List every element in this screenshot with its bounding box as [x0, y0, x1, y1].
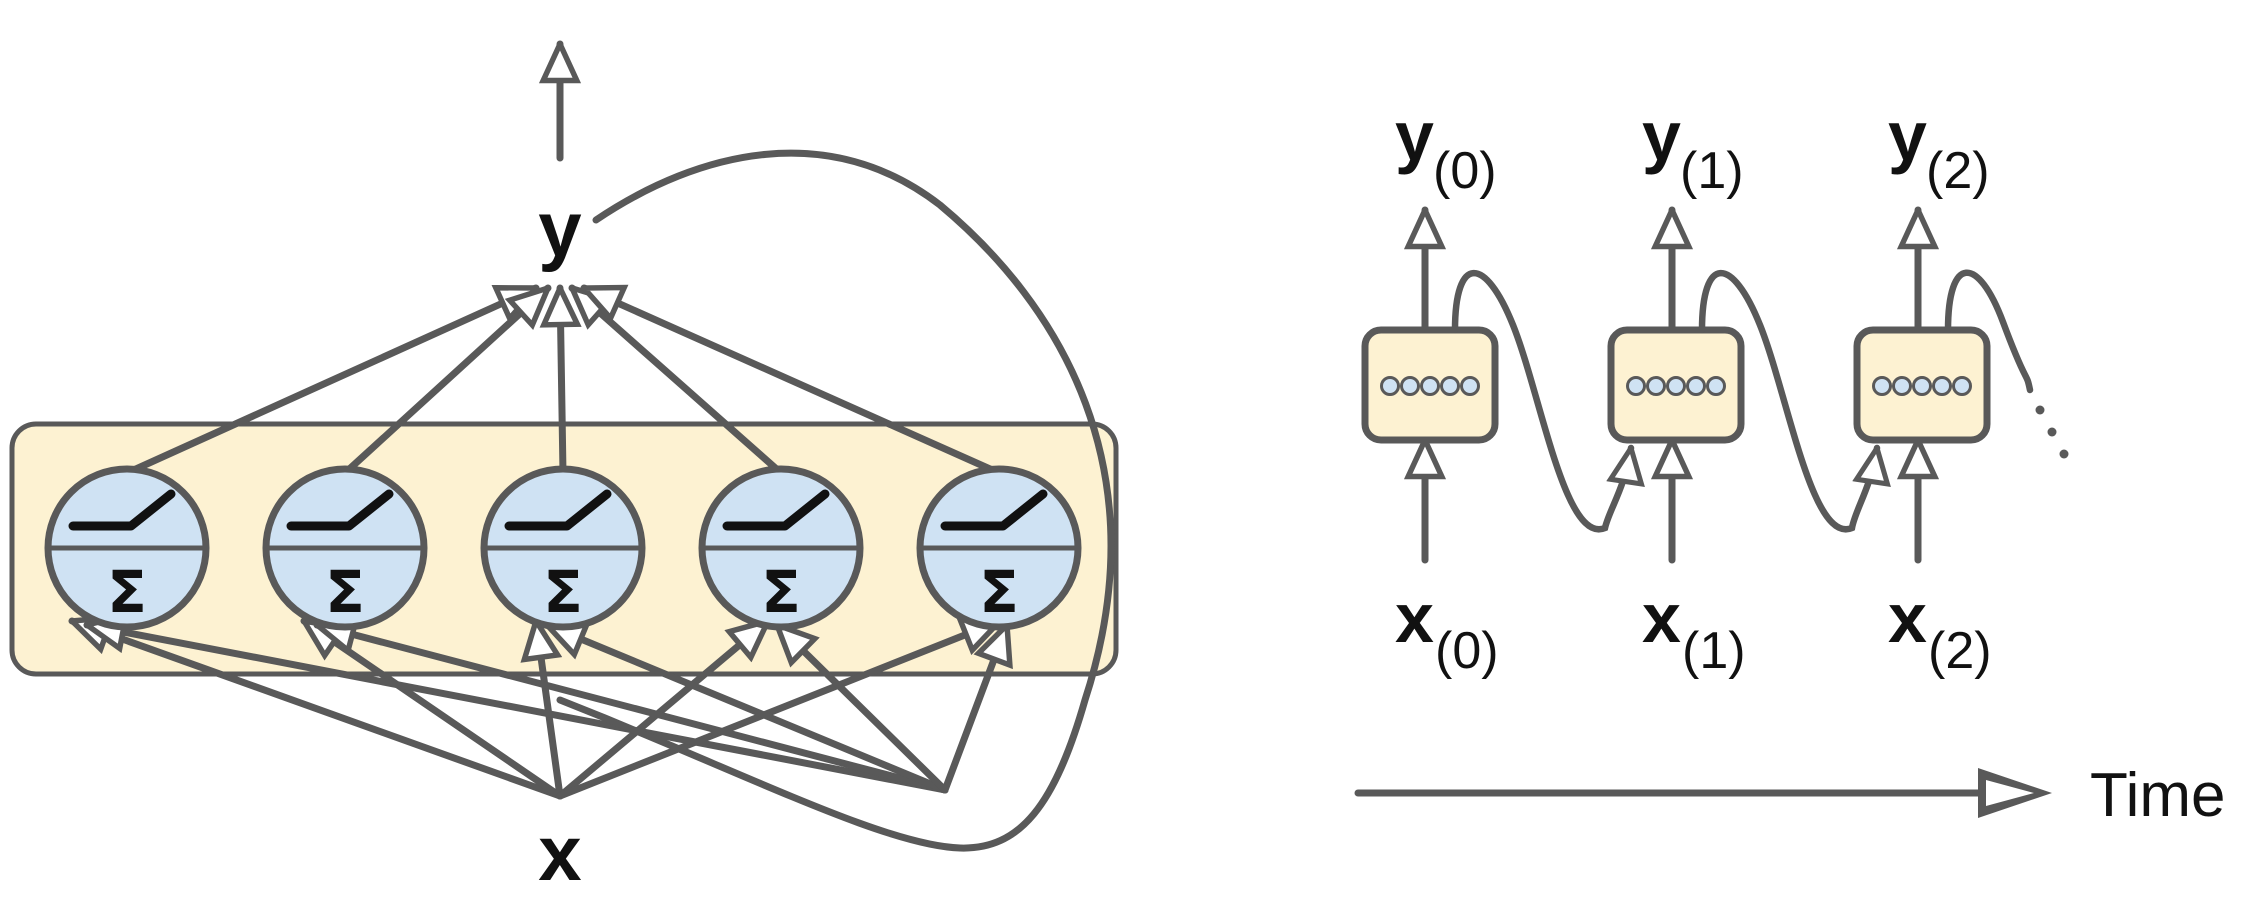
unit-dot [1646, 376, 1666, 396]
time-step-1: y(1)x(1) [1607, 97, 1877, 680]
edge-x-to-neuron [556, 621, 768, 800]
output-subscript-0: (0) [1433, 142, 1497, 200]
input-label-0: x [1395, 579, 1434, 657]
output-label-2: y [1888, 97, 1927, 175]
unit-dot [1666, 376, 1686, 396]
output-label-0: y [1395, 97, 1434, 175]
time-label: Time [2090, 761, 2225, 830]
sum-symbol: Σ [107, 558, 147, 626]
relu-step-icon [722, 489, 830, 531]
unit-dot [1706, 376, 1726, 396]
unit-dot [1912, 376, 1932, 396]
unit-dot [1380, 376, 1400, 396]
edge-recurrent-to-neuron [941, 625, 1007, 794]
sum-symbol: Σ [325, 558, 365, 626]
edge-neuron-to-y [341, 288, 548, 477]
time-step-0: y(0)x(0) [1361, 97, 1631, 680]
neuron-1: Σ [44, 465, 210, 631]
input-label: x [538, 809, 581, 897]
relu-step-icon [68, 489, 176, 531]
output-label: y [538, 185, 581, 273]
output-subscript-1: (1) [1680, 142, 1744, 200]
output-label-1: y [1642, 97, 1681, 175]
unit-dot [1892, 376, 1912, 396]
edge-neuron-to-y [123, 284, 536, 477]
sum-symbol: Σ [543, 558, 583, 626]
neuron-to-output-edges [123, 284, 1003, 477]
unit-dot [1872, 376, 1892, 396]
neuron-4: Σ [698, 465, 864, 631]
recurrent-layer-diagram: Σ Σ Σ Σ Σ y x [9, 40, 1119, 897]
edge-recurrent-to-neuron [547, 625, 949, 794]
unit-dot [1400, 376, 1420, 396]
output-subscript-2: (2) [1926, 142, 1990, 200]
unit-dot [1420, 376, 1440, 396]
unit-dot [1686, 376, 1706, 396]
input-label-1: x [1642, 579, 1681, 657]
unrolled-rnn-diagram: y(0)x(0)y(1)x(1)y(2)x(2) ... Time [1354, 97, 2225, 830]
recurrent-link-1-to-2 [1698, 269, 1877, 533]
edge-x-to-neuron [536, 621, 564, 800]
recurrent-link-0-to-1 [1451, 269, 1631, 533]
input-subscript-0: (0) [1435, 622, 1499, 680]
edge-recurrent-to-neuron [317, 625, 949, 794]
edge-recurrent-to-neuron [87, 625, 949, 794]
relu-step-icon [286, 489, 394, 531]
edge-x-to-neuron [556, 621, 1000, 800]
edge-recurrent-to-neuron [777, 625, 949, 794]
time-step-2: y(2)x(2) [1853, 97, 2034, 680]
relu-step-icon [504, 489, 612, 531]
input-subscript-1: (1) [1682, 622, 1746, 680]
unit-dot [1932, 376, 1952, 396]
sum-symbol: Σ [761, 558, 801, 626]
edge-neuron-to-y [560, 284, 563, 477]
sum-symbol: Σ [979, 558, 1019, 626]
recurrent-loop [556, 149, 1115, 852]
neuron-2: Σ [262, 465, 428, 631]
input-label-2: x [1888, 579, 1927, 657]
continuation-dots: ... [2035, 405, 2069, 459]
unit-dot [1952, 376, 1972, 396]
neuron-3: Σ [480, 465, 646, 631]
unit-dot [1626, 376, 1646, 396]
unit-dot [1440, 376, 1460, 396]
neuron-5: Σ [916, 465, 1082, 631]
edge-neuron-to-y [584, 284, 1003, 477]
time-axis: Time [1354, 761, 2225, 830]
recurrent-link-continuation [1944, 269, 2034, 394]
edge-x-to-neuron [72, 621, 564, 800]
unit-dot [1460, 376, 1480, 396]
relu-step-icon [940, 489, 1048, 531]
input-subscript-2: (2) [1928, 622, 1992, 680]
input-to-neuron-edges [72, 621, 1007, 800]
